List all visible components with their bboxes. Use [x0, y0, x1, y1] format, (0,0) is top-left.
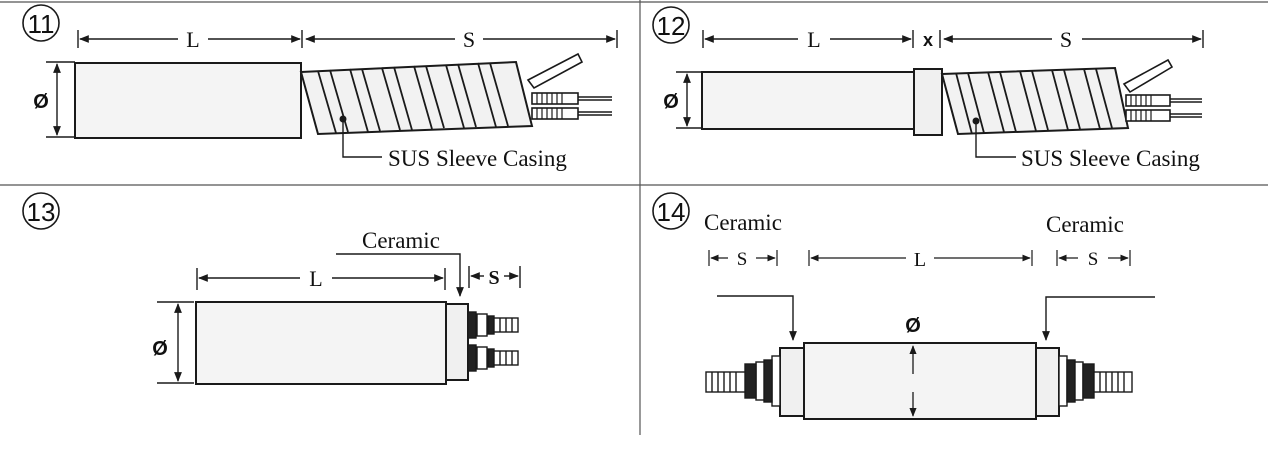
ceramic-end-cap — [445, 303, 469, 381]
dimension-label-s: S — [463, 27, 475, 52]
dimension-line-s — [305, 30, 618, 48]
dimension-line-s — [943, 30, 1204, 48]
heater-body — [803, 342, 1037, 420]
panel-dividers — [0, 0, 1268, 435]
diameter-dimension — [676, 71, 702, 129]
dimension-line-l — [196, 268, 446, 290]
panel-11: 11 L S Ø — [22, 4, 618, 171]
diameter-label: Ø — [152, 338, 168, 360]
terminal-left — [705, 355, 781, 407]
callout-label: Ceramic — [362, 228, 440, 253]
dimension-line-l — [77, 30, 303, 48]
dimension-line-s-right — [1056, 250, 1131, 266]
diameter-dimension — [157, 301, 194, 384]
dimension-label-s: S — [488, 267, 499, 289]
dimension-label-s-left: S — [737, 249, 748, 270]
dimension-label-s-right: S — [1088, 249, 1099, 270]
panel-number: 13 — [27, 197, 56, 227]
panel-14: 14 Ceramic Ceramic S L S Ø — [652, 192, 1155, 420]
callout-leader — [972, 117, 1016, 158]
callout-label: SUS Sleeve Casing — [1021, 146, 1200, 171]
panel-number-badge — [22, 4, 60, 42]
panel-number: 12 — [657, 11, 686, 41]
diameter-label: Ø — [663, 91, 679, 113]
collar — [913, 68, 943, 136]
heater-body — [701, 71, 915, 130]
diameter-dimension — [46, 61, 75, 138]
panel-number-badge — [652, 192, 690, 230]
sus-sleeve — [940, 66, 1130, 136]
dimension-label-l: L — [186, 27, 199, 52]
panel-number: 11 — [28, 9, 55, 39]
dimension-line-s-left — [708, 250, 778, 266]
callout-leaders — [717, 295, 1155, 341]
panel-number: 14 — [657, 197, 686, 227]
callout-leader — [339, 115, 382, 158]
dimension-label-l: L — [309, 266, 322, 291]
diameter-label: Ø — [905, 315, 921, 337]
lead-wires — [1122, 58, 1202, 122]
heater-body — [74, 62, 302, 139]
dimension-label-l: L — [914, 249, 926, 271]
lead-wires — [526, 52, 612, 120]
dimension-label-x: x — [923, 30, 933, 50]
callout-label: SUS Sleeve Casing — [388, 146, 567, 171]
dimension-line-l — [808, 250, 1033, 266]
panel-12: 12 L x S Ø — [652, 6, 1204, 171]
callout-label-right: Ceramic — [1046, 212, 1124, 237]
dimension-line-l — [702, 30, 914, 48]
callout-leader — [336, 253, 464, 297]
callout-label-left: Ceramic — [704, 210, 782, 235]
ceramic-end-cap-right — [1035, 347, 1060, 417]
terminal-studs — [467, 311, 519, 372]
dimension-label-l: L — [807, 27, 820, 52]
dimension-line-s — [468, 266, 521, 288]
heater-body — [195, 301, 447, 385]
ceramic-end-cap-left — [779, 347, 805, 417]
terminal-right — [1058, 355, 1133, 407]
panel-13: 13 Ceramic L S Ø — [22, 192, 521, 385]
panel-number-badge — [652, 6, 690, 44]
diameter-label: Ø — [33, 91, 49, 113]
dimension-label-s: S — [1060, 27, 1072, 52]
sus-sleeve — [299, 60, 534, 136]
panel-number-badge — [22, 192, 60, 230]
